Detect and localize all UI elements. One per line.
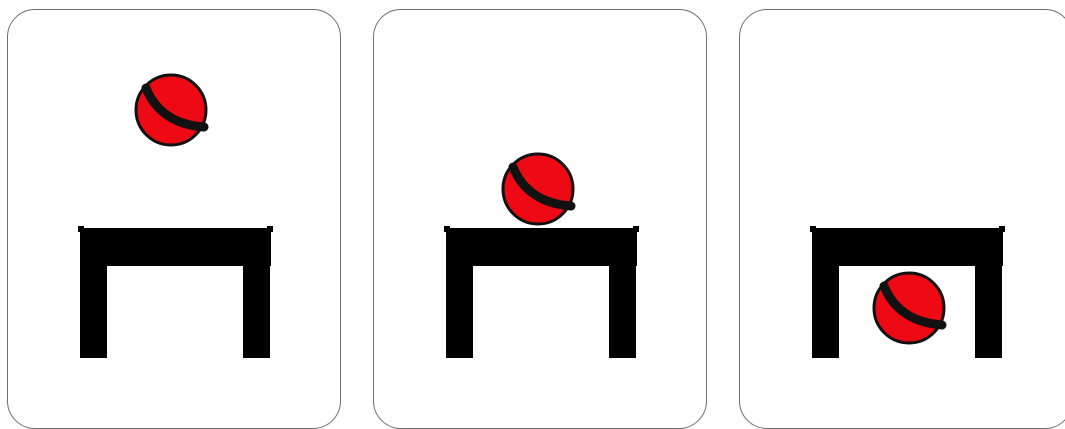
scene-on (374, 10, 707, 429)
panel-ball-on-table (373, 9, 707, 429)
ball-icon (136, 75, 206, 145)
panel-ball-above-table (7, 9, 341, 429)
panel-ball-under-table (739, 9, 1065, 429)
ball-icon (503, 154, 573, 224)
table-icon (444, 226, 639, 358)
ball-icon (874, 273, 944, 343)
scene-under (740, 10, 1065, 429)
scene-above (8, 10, 341, 429)
table-icon (78, 226, 273, 358)
